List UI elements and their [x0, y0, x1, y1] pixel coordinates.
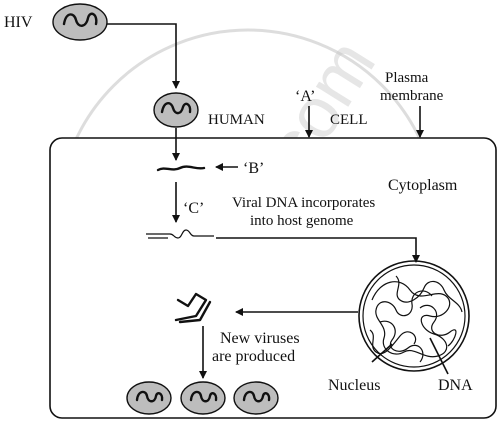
dna-pointer — [429, 337, 449, 375]
viral-dna-strand — [146, 229, 214, 239]
arrow-to-nucleus — [216, 237, 420, 263]
nucleus-icon — [358, 260, 470, 372]
plasma-label-line2: membrane — [380, 88, 444, 104]
dna-label: DNA — [438, 377, 473, 394]
label-b: ‘B’ — [243, 160, 264, 177]
arrow-hiv-to-human — [107, 23, 180, 89]
assembling-viral-rna — [174, 292, 212, 324]
new-virus-icon — [180, 381, 226, 415]
plasma-label-line1: Plasma — [385, 70, 429, 86]
cell-label: CELL — [330, 112, 368, 128]
viral-dna-label-line1: Viral DNA incorporates — [232, 195, 375, 211]
viral-rna-strand — [156, 165, 206, 172]
new-virus-icon — [126, 381, 172, 415]
label-a: ‘A’ — [295, 88, 315, 105]
hiv-label: HIV — [4, 14, 33, 31]
nucleus-pointer — [371, 343, 393, 363]
human-label: HUMAN — [208, 112, 265, 128]
nucleus-label: Nucleus — [328, 377, 380, 394]
label-c: ‘C’ — [183, 200, 204, 217]
viral-dna-label-line2: into host genome — [250, 213, 354, 229]
new-viruses-label-line1: New viruses — [220, 330, 300, 347]
cytoplasm-label: Cytoplasm — [388, 177, 458, 194]
hiv-virus-icon — [52, 3, 108, 41]
new-viruses-label-line2: are produced — [212, 348, 295, 365]
new-virus-icon — [233, 381, 279, 415]
attached-virus-icon — [153, 92, 199, 128]
